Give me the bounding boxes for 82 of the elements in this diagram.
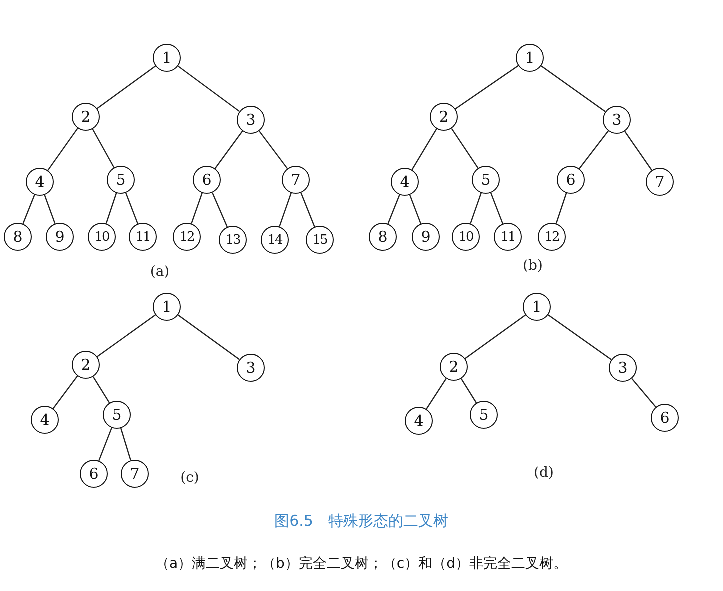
tree-edge xyxy=(300,192,316,228)
tree-node: 2 xyxy=(72,351,100,379)
tree-edge xyxy=(98,428,112,462)
tree-node: 12 xyxy=(538,223,566,251)
tree-edge xyxy=(556,193,568,224)
tree-node: 5 xyxy=(103,401,131,429)
subfigure-label: (a) xyxy=(150,264,170,280)
tree-node: 2 xyxy=(430,103,458,131)
tree-edge xyxy=(92,376,110,404)
tree-node: 2 xyxy=(72,103,100,131)
tree-edge xyxy=(214,130,244,170)
tree-edge xyxy=(22,194,36,224)
tree-edge xyxy=(178,66,240,112)
tree-node: 4 xyxy=(405,407,433,435)
tree-node: 14 xyxy=(261,226,289,254)
tree-node: 3 xyxy=(237,354,265,382)
tree-node: 9 xyxy=(46,223,74,251)
tree-edge xyxy=(97,314,156,358)
tree-edge xyxy=(120,428,132,461)
tree-node: 6 xyxy=(557,166,585,194)
tree-node: 4 xyxy=(26,168,54,196)
tree-edge xyxy=(258,130,288,170)
figure-title: 图6.5 特殊形态的二叉树 xyxy=(274,512,450,531)
tree-edge xyxy=(465,314,526,360)
tree-edge xyxy=(548,314,612,360)
tree-node: 3 xyxy=(237,106,265,134)
tree-edge xyxy=(178,314,240,360)
tree-edge xyxy=(541,66,606,112)
tree-edge xyxy=(48,128,78,171)
tree-edge xyxy=(624,131,653,171)
tree-edge xyxy=(191,193,203,224)
tree-edge xyxy=(388,194,400,224)
tree-edge xyxy=(96,66,156,110)
tree-edge xyxy=(455,65,519,110)
tree-edge xyxy=(279,193,292,227)
tree-node: 10 xyxy=(88,223,116,251)
tree-edge xyxy=(44,194,56,224)
tree-node: 1 xyxy=(153,44,181,72)
tree-node: 7 xyxy=(646,168,674,196)
tree-edge xyxy=(412,128,438,170)
tree-node: 5 xyxy=(470,401,498,429)
tree-edge xyxy=(125,192,139,224)
tree-node: 3 xyxy=(603,106,631,134)
tree-edge xyxy=(426,378,447,410)
subfigure-label: (c) xyxy=(180,470,200,486)
tree-edge xyxy=(632,378,656,408)
tree-node: 11 xyxy=(129,223,157,251)
tree-edge xyxy=(460,378,478,404)
tree-edge xyxy=(470,193,482,224)
tree-node: 5 xyxy=(107,166,135,194)
tree-node: 4 xyxy=(31,406,59,434)
tree-edge xyxy=(212,192,228,228)
tree-node: 6 xyxy=(651,404,679,432)
tree-node: 1 xyxy=(523,293,551,321)
tree-node: 6 xyxy=(80,460,108,488)
tree-edge xyxy=(451,128,479,169)
tree-node: 15 xyxy=(306,226,334,254)
tree-node: 4 xyxy=(391,168,419,196)
figure-caption: （a）满二叉树；（b）完全二叉树；（c）和（d）非完全二叉树。 xyxy=(154,555,569,573)
tree-edge xyxy=(52,376,78,410)
tree-node: 9 xyxy=(412,223,440,251)
tree-edge xyxy=(490,192,504,224)
tree-edge xyxy=(579,130,609,170)
tree-node: 8 xyxy=(369,223,397,251)
tree-node: 13 xyxy=(219,226,247,254)
tree-node: 10 xyxy=(452,223,480,251)
tree-node: 5 xyxy=(472,166,500,194)
subfigure-label: (d) xyxy=(534,465,554,481)
tree-node: 12 xyxy=(173,223,201,251)
tree-node: 8 xyxy=(4,223,32,251)
tree-edge xyxy=(106,193,118,224)
tree-edge xyxy=(92,128,115,168)
tree-node: 1 xyxy=(153,293,181,321)
tree-edge xyxy=(409,194,422,224)
subfigure-label: (b) xyxy=(523,258,543,274)
tree-node: 6 xyxy=(193,166,221,194)
tree-node: 7 xyxy=(282,166,310,194)
tree-node: 2 xyxy=(440,353,468,381)
tree-node: 7 xyxy=(121,460,149,488)
tree-node: 1 xyxy=(516,44,544,72)
tree-node: 3 xyxy=(609,354,637,382)
tree-node: 11 xyxy=(494,223,522,251)
